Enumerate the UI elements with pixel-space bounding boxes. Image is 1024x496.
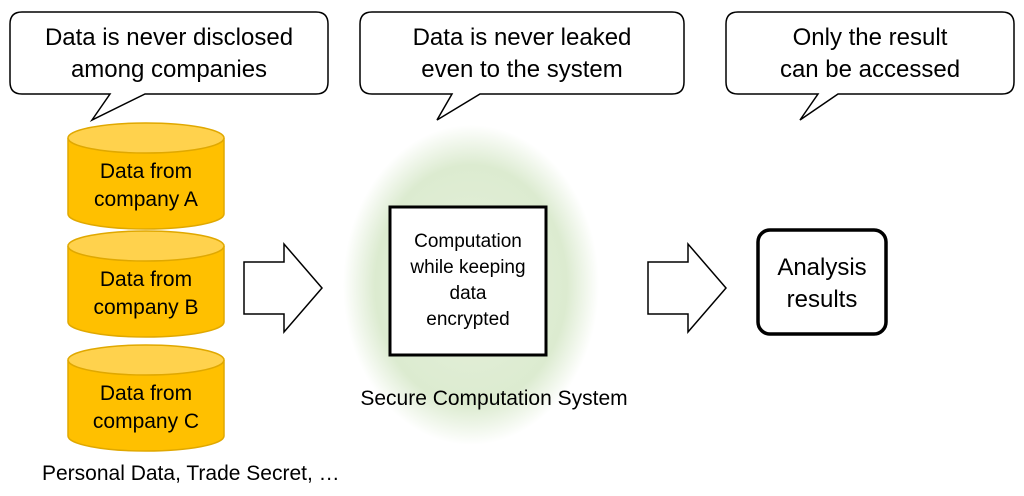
computation-line-1: Computation: [414, 231, 522, 252]
database-company-c: Data from company C: [67, 344, 225, 452]
database-company-b-line-1: Data from: [100, 268, 192, 291]
database-company-c-line-1: Data from: [100, 382, 192, 405]
callout-disclosure-line-1: Data is never disclosed: [45, 24, 293, 51]
callout-disclosure: Data is never disclosed among companies: [9, 11, 329, 122]
database-company-a: Data from company A: [67, 122, 225, 230]
computation-line-3: data: [450, 283, 487, 304]
results-line-2: results: [787, 286, 858, 313]
system-label: Secure Computation System: [360, 387, 627, 410]
computation-line-2: while keeping: [409, 257, 525, 278]
arrow-to-system-icon: [243, 241, 323, 335]
callout-disclosure-line-2: among companies: [71, 56, 267, 83]
database-company-b: Data from company B: [67, 230, 225, 338]
callout-result-line-1: Only the result: [793, 24, 948, 51]
callout-leak-line-2: even to the system: [421, 56, 622, 83]
callout-leak: Data is never leaked even to the system: [359, 11, 685, 121]
database-company-b-line-2: company B: [93, 296, 198, 319]
callout-result-line-2: can be accessed: [780, 56, 960, 83]
callout-result: Only the result can be accessed: [725, 11, 1015, 121]
database-company-a-line-2: company A: [94, 188, 198, 211]
database-company-a-line-1: Data from: [100, 160, 192, 183]
results-line-1: Analysis: [777, 254, 866, 281]
database-company-c-line-2: company C: [93, 410, 199, 433]
callout-leak-line-1: Data is never leaked: [413, 24, 632, 51]
analysis-results-box: Analysis results: [756, 228, 888, 336]
data-caption: Personal Data, Trade Secret, …: [42, 462, 340, 485]
arrow-to-results-icon: [647, 241, 727, 335]
computation-box: Computation while keeping data encrypted: [388, 205, 548, 357]
computation-line-4: encrypted: [426, 309, 509, 330]
